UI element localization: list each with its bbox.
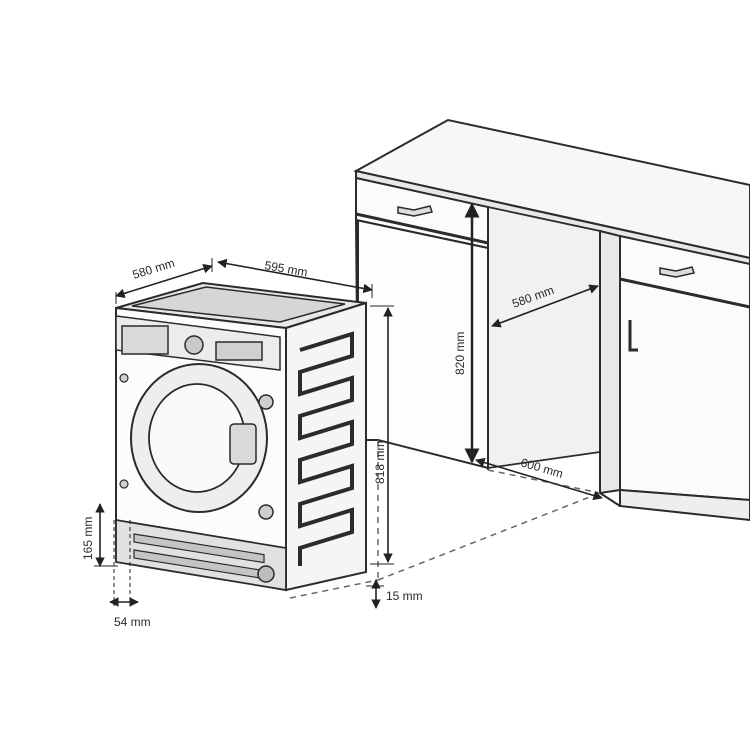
detergent-drawer	[121, 325, 169, 355]
side-serpentine	[298, 331, 354, 566]
kitchen-cabinet	[353, 118, 750, 522]
drawer-handle-right	[659, 266, 695, 278]
left-side-panel	[354, 218, 489, 470]
niche-back	[487, 205, 601, 470]
door-handle	[628, 320, 638, 352]
display-panel	[215, 341, 263, 361]
label-width-top: 595 mm	[263, 258, 308, 279]
dimension-lines	[94, 202, 603, 609]
bolt-upper	[258, 394, 274, 410]
label-plinth-depth: 54 mm	[114, 615, 151, 629]
label-niche-height: 820 mm	[453, 332, 467, 375]
label-depth-top: 580 mm	[131, 256, 177, 282]
foot-right	[257, 565, 275, 583]
label-plinth-height: 165 mm	[81, 517, 95, 560]
bolt-lower	[258, 504, 274, 520]
cabinet-plinth	[619, 488, 750, 522]
program-dial	[184, 335, 204, 355]
drawer-handle-left	[397, 205, 433, 217]
label-floor-gap: 15 mm	[386, 589, 423, 603]
right-cabinet-side	[599, 229, 621, 495]
door-latch	[229, 423, 257, 465]
label-machine-height: 818 mm	[373, 441, 387, 484]
washing-machine	[115, 281, 367, 592]
